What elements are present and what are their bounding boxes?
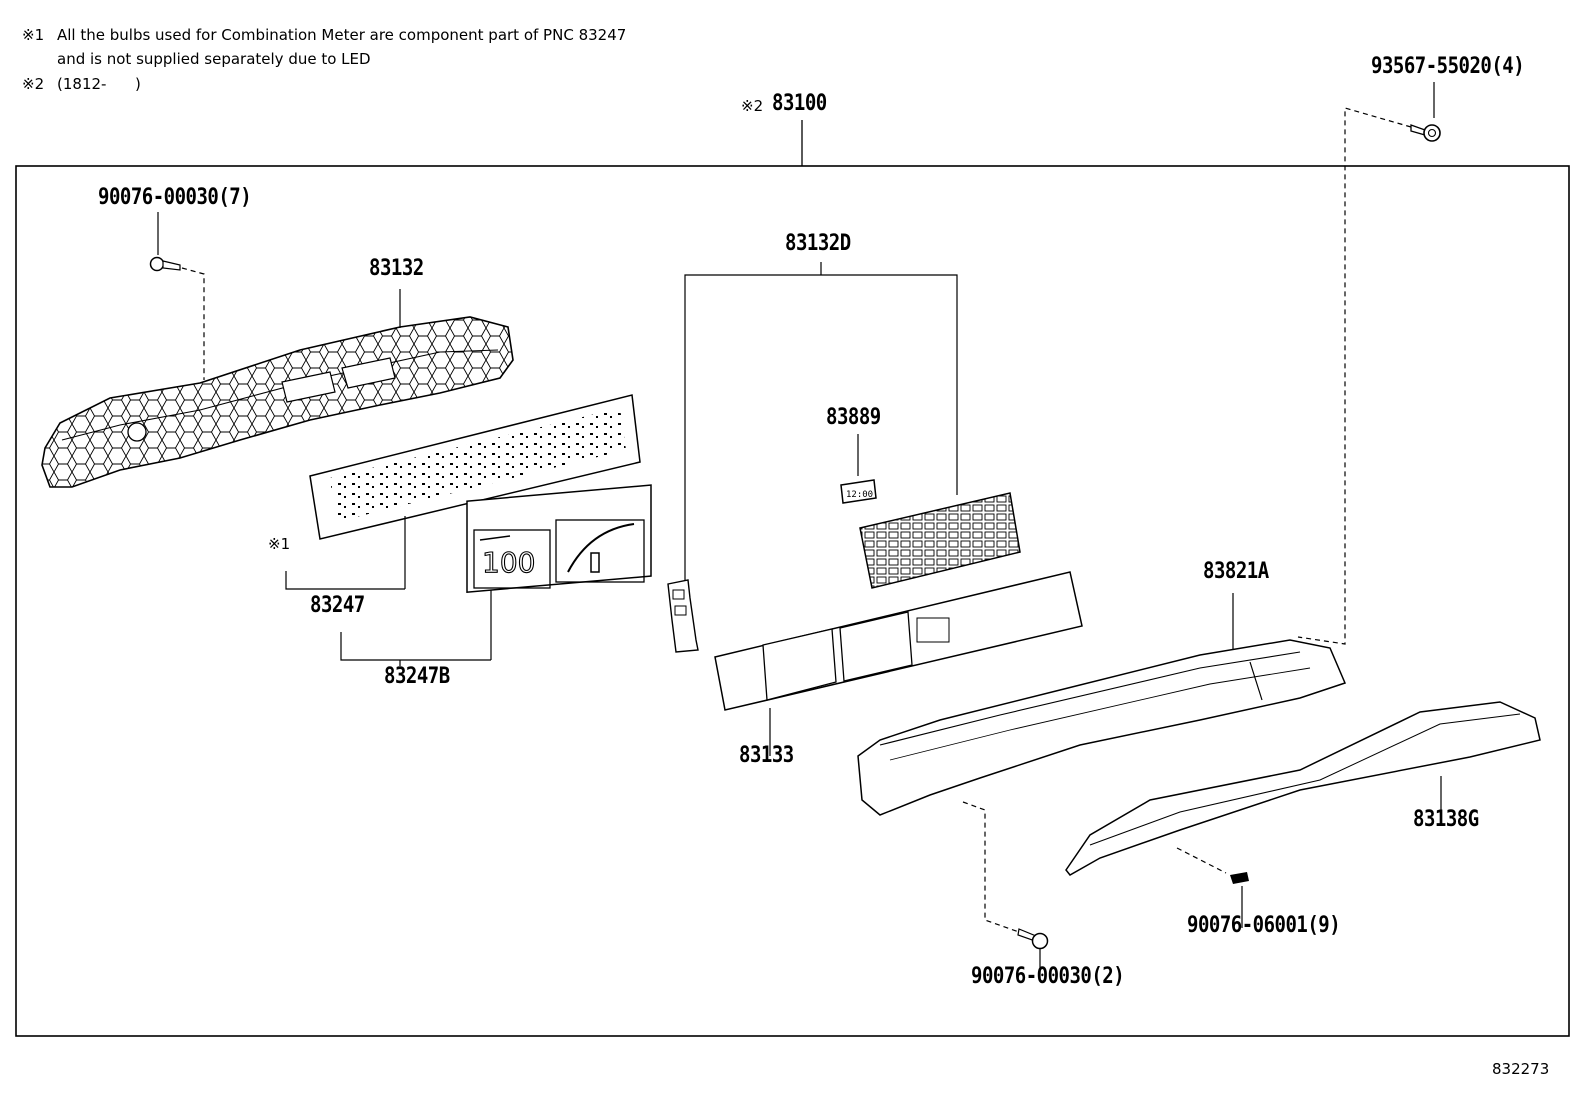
bottom-screw-part-number: 90076-00030(2): [971, 963, 1125, 989]
panel-part-number: 83247B: [384, 663, 450, 689]
clip-part-number: 90076-06001(9): [1187, 912, 1341, 938]
assembly-marker: ※2: [741, 97, 764, 115]
note-2-text: (1812- ): [57, 75, 141, 93]
bolt-icon: [1410, 82, 1441, 142]
circuit-board-bracket: [285, 571, 405, 590]
circuit-board-part-number: 83247: [310, 592, 365, 618]
case-part-number: 83132: [369, 255, 424, 281]
assembly-part-number: 83100: [772, 90, 827, 116]
lcd-module: [859, 492, 1021, 589]
bolt-dashed-path: [1297, 107, 1412, 645]
note-1-line-2: and is not supplied separately due to LE…: [57, 50, 371, 68]
assembly-frame: [15, 165, 1570, 1037]
meter-plate: [714, 571, 1083, 756]
meter-case: [41, 289, 514, 488]
clock-readout: 12:00: [846, 490, 873, 500]
note-2-marker: ※2: [22, 75, 45, 93]
circuit-board-marker: ※1: [268, 535, 291, 553]
speed-panel: [466, 484, 652, 660]
circuit-board: [309, 394, 641, 589]
group-part-number: 83132D: [785, 230, 851, 256]
screw-icon: [149, 212, 181, 272]
connector: [667, 579, 699, 653]
screw-part-number: 90076-00030(7): [98, 184, 252, 210]
bolt-part-number: 93567-55020(4): [1371, 53, 1525, 79]
clip-dashed-path: [1176, 847, 1227, 874]
bottom-screw-icon: [1017, 928, 1049, 978]
garnish-part-number: 83138G: [1413, 806, 1479, 832]
note-1-marker: ※1: [22, 26, 45, 44]
figure-id: 832273: [1492, 1060, 1550, 1078]
screw-dashed-path: [181, 267, 205, 380]
meter-garnish: [1065, 701, 1541, 876]
clip-icon: [1230, 872, 1249, 928]
note-1-line-1: All the bulbs used for Combination Meter…: [57, 26, 627, 44]
speed-readout: 100: [482, 546, 535, 579]
panel-bracket: [340, 632, 491, 661]
meter-glass: [857, 593, 1347, 816]
clock-part-number: 83889: [826, 404, 881, 430]
clock-display: [840, 479, 877, 504]
glass-screw-dashed-path: [962, 801, 1020, 933]
glass-part-number: 83821A: [1203, 558, 1269, 584]
plate-part-number: 83133: [739, 742, 794, 768]
